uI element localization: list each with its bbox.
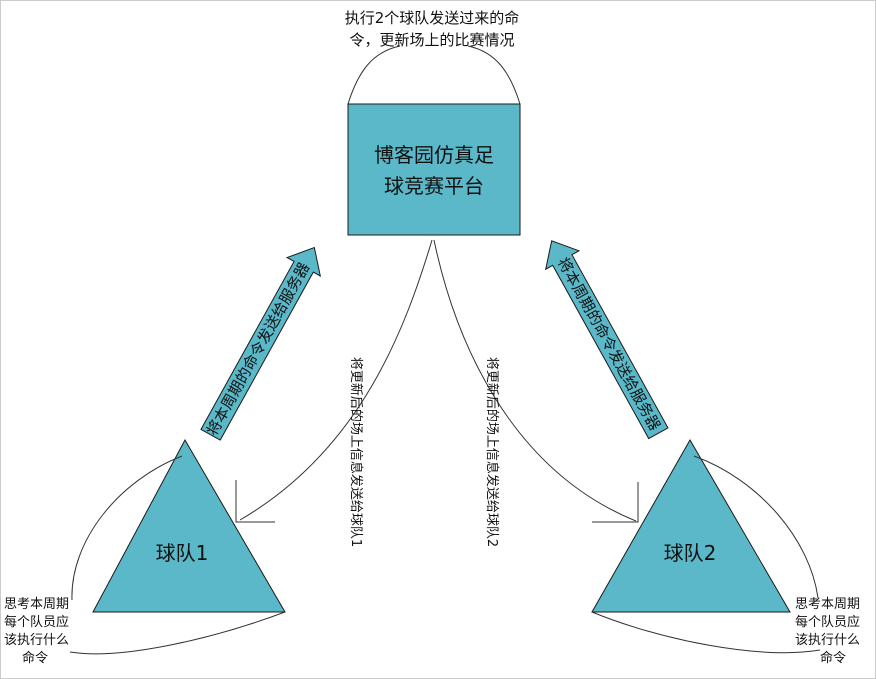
team1-note-bracket-bottom — [69, 611, 286, 655]
label-server-to-team2: 将更新后的场上信息发送给球队2 — [484, 357, 500, 547]
team2-note-bracket-bottom — [591, 611, 821, 654]
team1-triangle — [92, 438, 286, 613]
team2-note-line4: 命令 — [820, 650, 846, 666]
label-server-to-team1: 将更新后的场上信息发送给球队1 — [348, 357, 364, 547]
team1-note-line4: 命令 — [22, 650, 48, 666]
arrow-team2-to-server: 将本周期的命令发送给服务器 — [545, 240, 669, 440]
team1-note-line3: 该执行什么 — [4, 633, 69, 648]
team1-note-line2: 每个队员应 — [4, 614, 69, 630]
server-label-line2: 球竞赛平台 — [384, 174, 484, 198]
team1-label: 球队1 — [156, 541, 209, 565]
team2-label: 球队2 — [664, 541, 717, 565]
arrow-team1-shape — [200, 246, 322, 441]
arrow-team2-shape — [545, 240, 669, 440]
arrow-team1-to-server: 将本周期的命令发送给服务器 — [200, 246, 322, 441]
arrowhead-team2 — [592, 482, 639, 523]
team2-triangle — [591, 438, 791, 613]
arrow-team1-label: 将本周期的命令发送给服务器 — [203, 259, 313, 438]
team1-note-bracket-top — [71, 455, 183, 601]
server-note-bracket-right — [467, 45, 521, 105]
server-box — [347, 103, 521, 236]
arrow-team2-label: 将本周期的命令发送给服务器 — [554, 254, 664, 433]
team2-note-line3: 该执行什么 — [795, 633, 860, 648]
team1-note-line1: 思考本周期 — [4, 597, 69, 612]
arrowhead-team1 — [235, 480, 275, 523]
curve-server-to-team1 — [239, 239, 433, 521]
team2-note-line2: 每个队员应 — [795, 614, 860, 630]
server-note-line1: 执行2个球队发送过来的命 — [345, 9, 520, 27]
team2-note-bracket-top — [693, 455, 819, 599]
server-note-line2: 令，更新场上的比赛情况 — [349, 31, 514, 49]
server-label-line1: 博客园仿真足 — [374, 143, 494, 167]
curve-server-to-team2 — [433, 239, 637, 522]
server-note-bracket-left — [347, 45, 401, 105]
team2-note-line1: 思考本周期 — [795, 597, 860, 612]
